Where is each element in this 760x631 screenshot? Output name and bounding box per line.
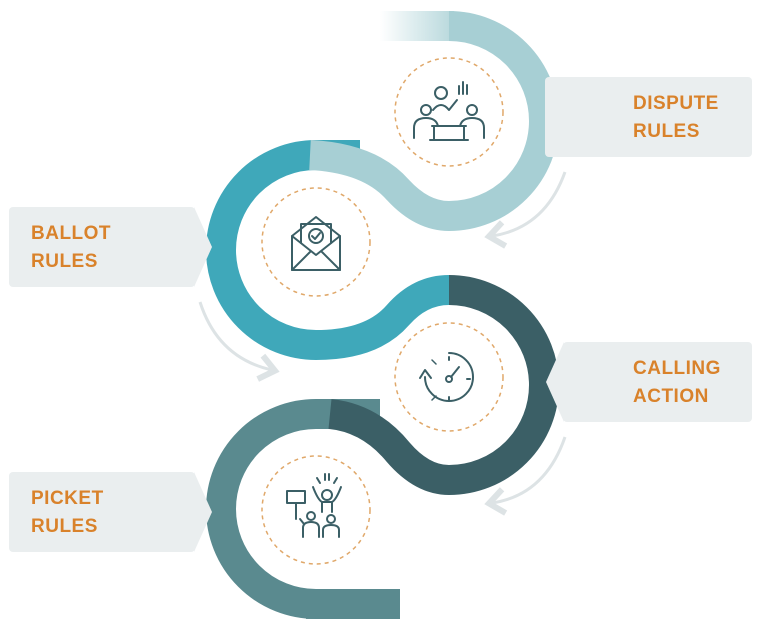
label-calling-pointer <box>546 342 564 422</box>
label-calling-line2: ACTION <box>633 386 709 407</box>
label-picket-pointer <box>194 472 212 552</box>
guide-arrow-2 <box>198 301 280 382</box>
protest-people-icon <box>286 473 342 538</box>
meeting-icon <box>413 81 485 141</box>
icon-circle-ballot <box>261 187 371 297</box>
label-picket-line1: PICKET <box>31 488 104 509</box>
ribbon-picket <box>206 399 400 619</box>
label-calling-action: CALLING ACTION <box>563 342 752 422</box>
ballot-envelope-icon <box>291 216 341 271</box>
ribbon-dispute <box>308 11 559 232</box>
label-dispute-line2: RULES <box>633 121 700 142</box>
guide-arrow-1 <box>484 171 567 249</box>
label-calling-line1: CALLING <box>633 358 721 379</box>
label-ballot-rules: BALLOT RULES <box>9 207 195 287</box>
icon-circle-dispute <box>394 57 504 167</box>
stopwatch-refresh-icon <box>419 352 474 402</box>
label-ballot-line2: RULES <box>31 251 98 272</box>
label-dispute-rules: DISPUTE RULES <box>545 77 752 157</box>
icon-circle-calling <box>394 322 504 432</box>
label-picket-rules: PICKET RULES <box>9 472 195 552</box>
ribbon-calling-action <box>328 275 559 496</box>
label-ballot-pointer <box>194 207 212 287</box>
icon-circle-picket <box>261 455 371 565</box>
label-ballot-line1: BALLOT <box>31 223 112 244</box>
label-dispute-line1: DISPUTE <box>633 93 719 114</box>
ribbon-ballot <box>206 140 450 361</box>
guide-arrow-3 <box>484 436 567 516</box>
label-picket-line2: RULES <box>31 516 98 537</box>
